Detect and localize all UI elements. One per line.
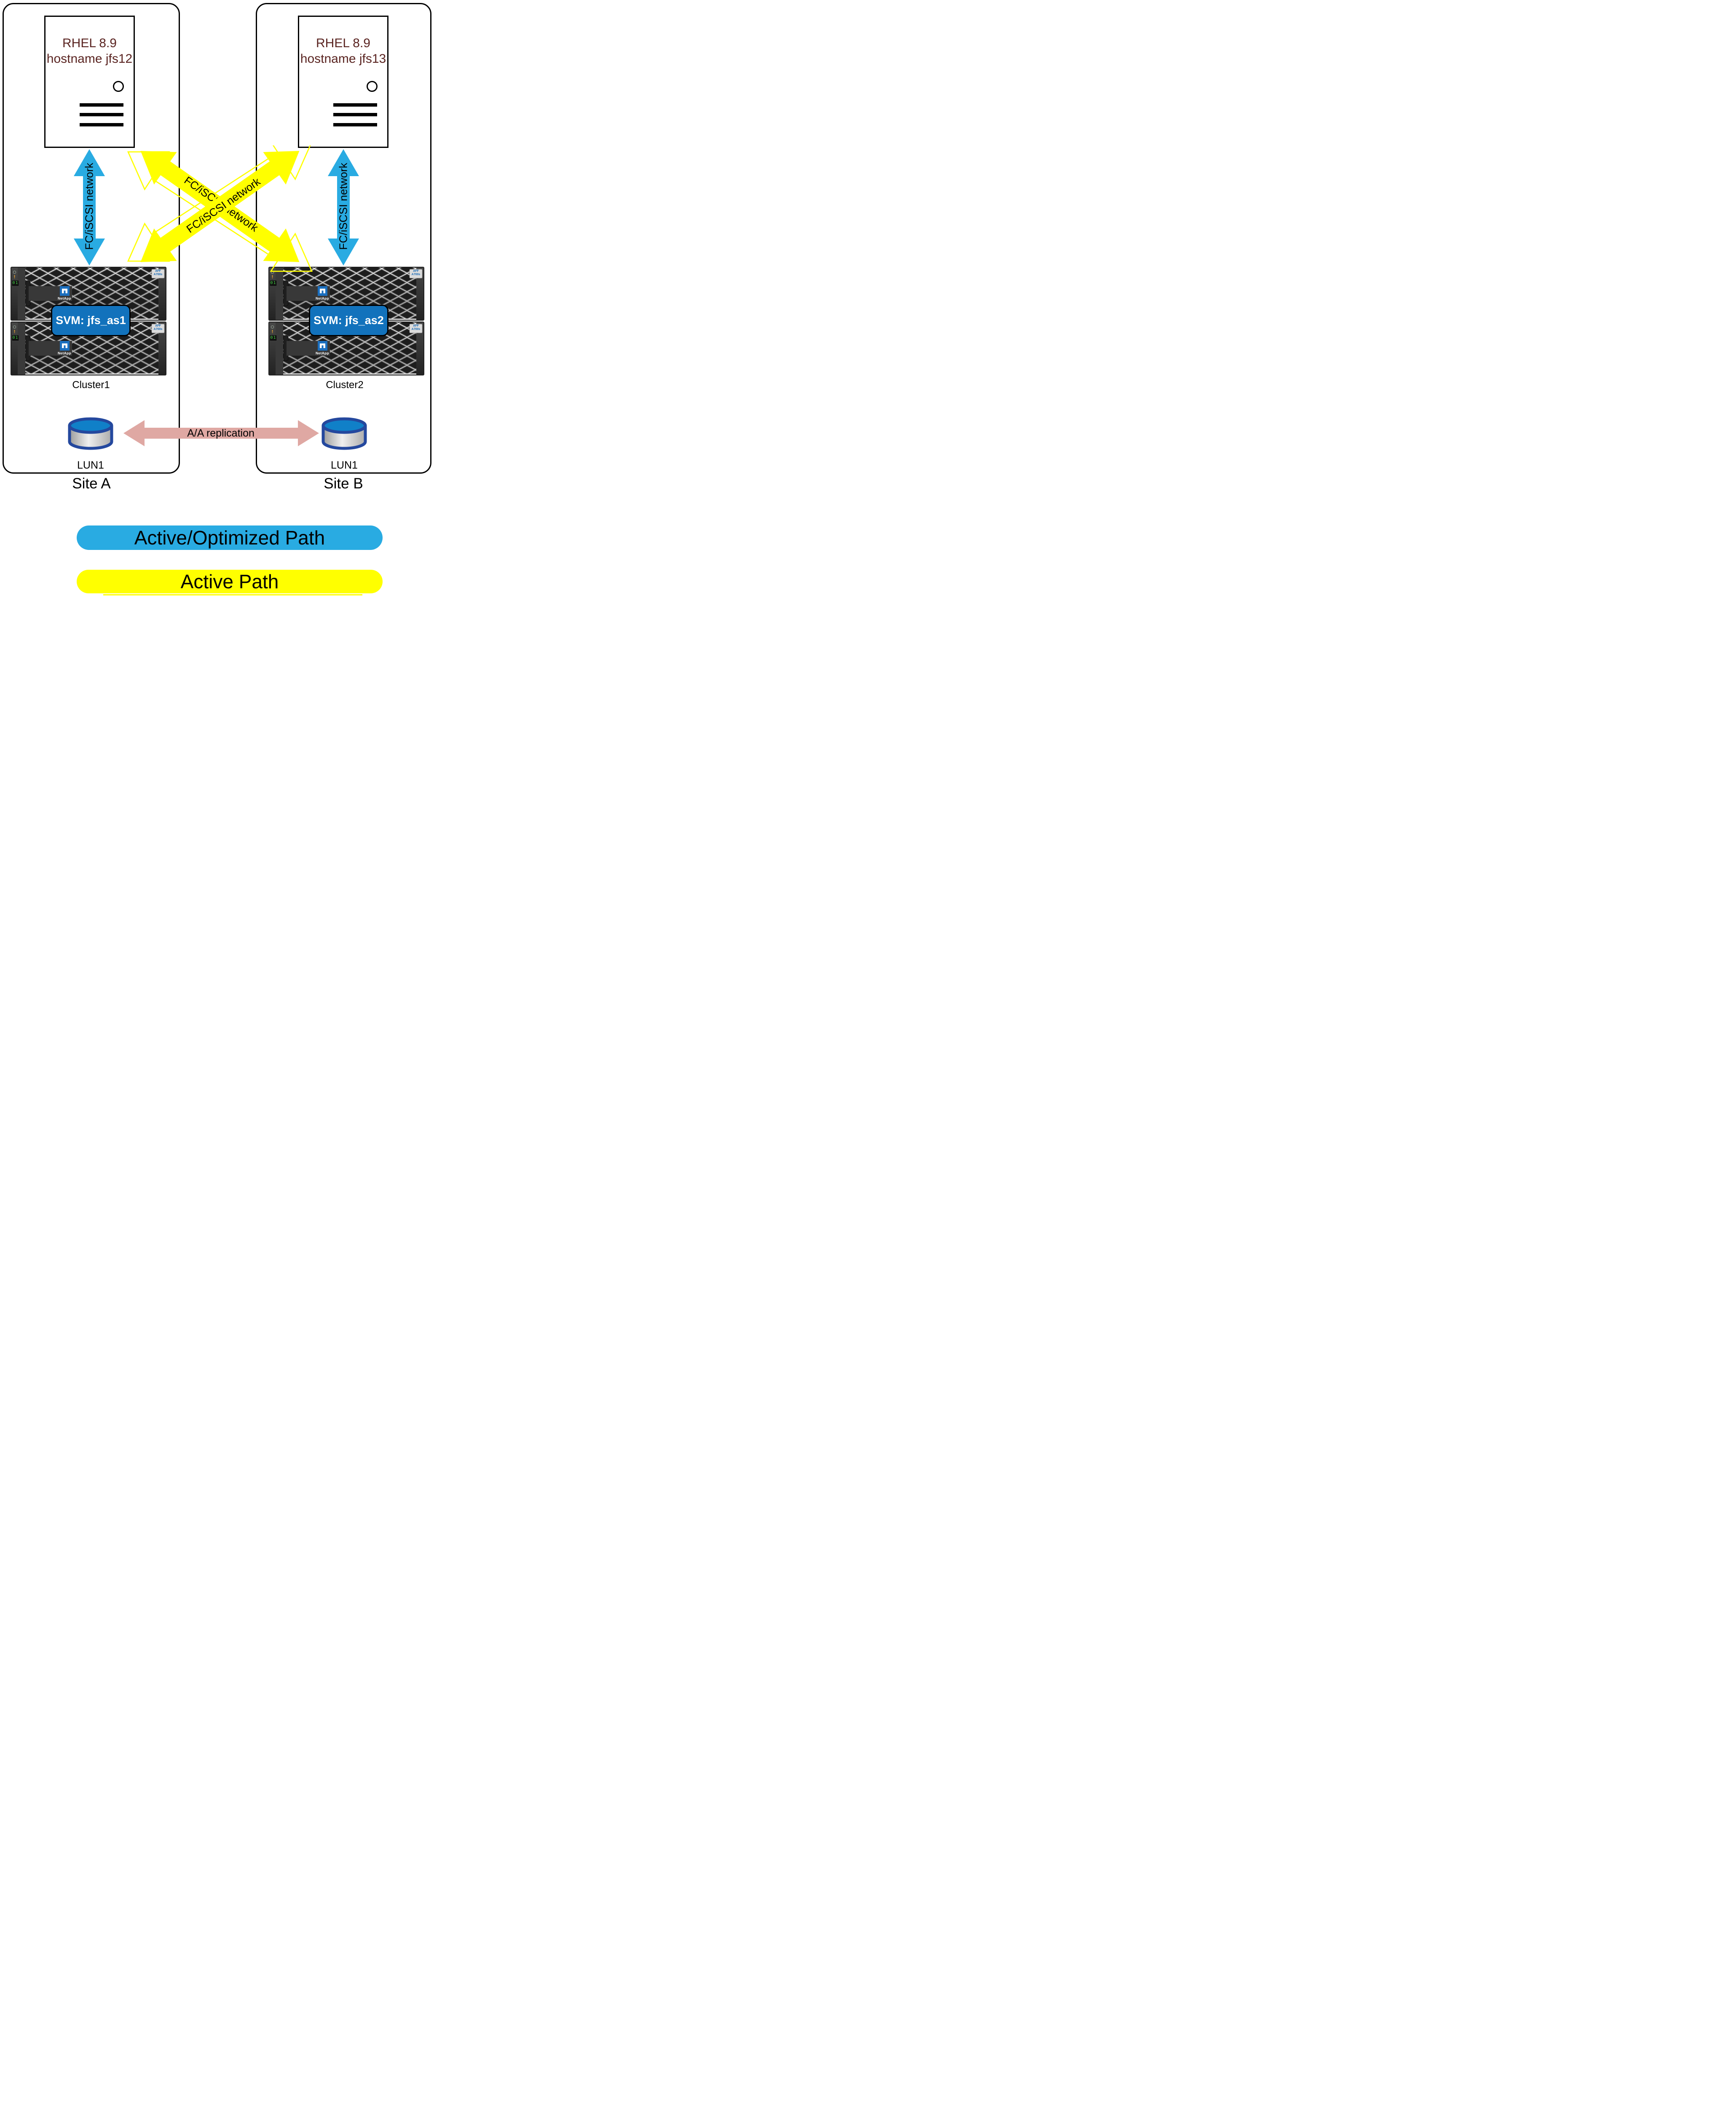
netapp-logo-label: NetApp xyxy=(57,296,72,300)
lun1-label-site-b: LUN1 xyxy=(331,459,358,471)
server-vent-bar xyxy=(80,103,123,107)
netapp-logo-label: NetApp xyxy=(57,351,72,355)
server-power-circle-icon xyxy=(113,81,124,92)
server-vent-bar xyxy=(80,113,123,116)
replication-label: A/A replication xyxy=(187,427,255,439)
lun1-label-site-a: LUN1 xyxy=(77,459,104,471)
host-title-jfs12: RHEL 8.9 hostname jfs12 xyxy=(41,35,138,67)
fc-network-arrow-site-a xyxy=(74,149,105,265)
legend-underline-accent xyxy=(103,594,362,595)
server-vent-bar xyxy=(333,103,377,107)
fc-network-arrow-site-b xyxy=(328,149,359,265)
seven-segment-display: 01 xyxy=(12,281,19,285)
cluster2-label: Cluster2 xyxy=(326,379,364,391)
host-name-line: hostname jfs13 xyxy=(300,52,386,66)
seven-segment-display: 01 xyxy=(12,335,19,340)
aff-badge-label: AFF A700s xyxy=(153,324,163,331)
netapp-logo-label: NetApp xyxy=(315,296,330,300)
aff-badge-label: AFF A700s xyxy=(411,270,421,276)
server-power-circle-icon xyxy=(367,81,378,92)
aff-badge-label: AFF A700s xyxy=(411,324,421,331)
legend-active-path: Active Path xyxy=(77,570,383,593)
seven-segment-display: 01 xyxy=(270,281,276,285)
netapp-logo-label: NetApp xyxy=(315,351,330,355)
cluster1-label: Cluster1 xyxy=(72,379,110,391)
fc-cross-arrow-up-right xyxy=(140,151,300,262)
host-os-line: RHEL 8.9 xyxy=(316,36,370,50)
site-a-label: Site A xyxy=(72,475,111,492)
server-vent-bar xyxy=(80,123,123,126)
cross-site-network-arrows: FC/iSCSI network FC/iSCSI network xyxy=(127,145,313,272)
legend-active-optimized-path: Active/Optimized Path xyxy=(77,525,383,550)
host-name-line: hostname jfs12 xyxy=(46,52,133,66)
server-vent-bar xyxy=(333,123,377,126)
fc-network-label-site-a: FC/iSCSI network xyxy=(83,163,96,250)
seven-segment-display: 01 xyxy=(270,335,276,340)
server-vent-bar xyxy=(333,113,377,116)
lun-cylinder-site-b xyxy=(321,417,367,450)
fc-network-label-site-b: FC/iSCSI network xyxy=(337,163,350,250)
site-b-label: Site B xyxy=(324,475,363,492)
diagram-canvas: RHEL 8.9 hostname jfs12 RHEL 8.9 hostnam… xyxy=(0,0,434,604)
host-os-line: RHEL 8.9 xyxy=(62,36,117,50)
replication-arrow xyxy=(123,420,319,446)
svm-box-jfs-as2: SVM: jfs_as2 xyxy=(309,305,388,336)
aff-badge-label: AFF A700s xyxy=(153,270,163,276)
host-title-jfs13: RHEL 8.9 hostname jfs13 xyxy=(295,35,391,67)
lun-cylinder-site-a xyxy=(68,417,113,450)
svm-box-jfs-as1: SVM: jfs_as1 xyxy=(51,305,131,336)
